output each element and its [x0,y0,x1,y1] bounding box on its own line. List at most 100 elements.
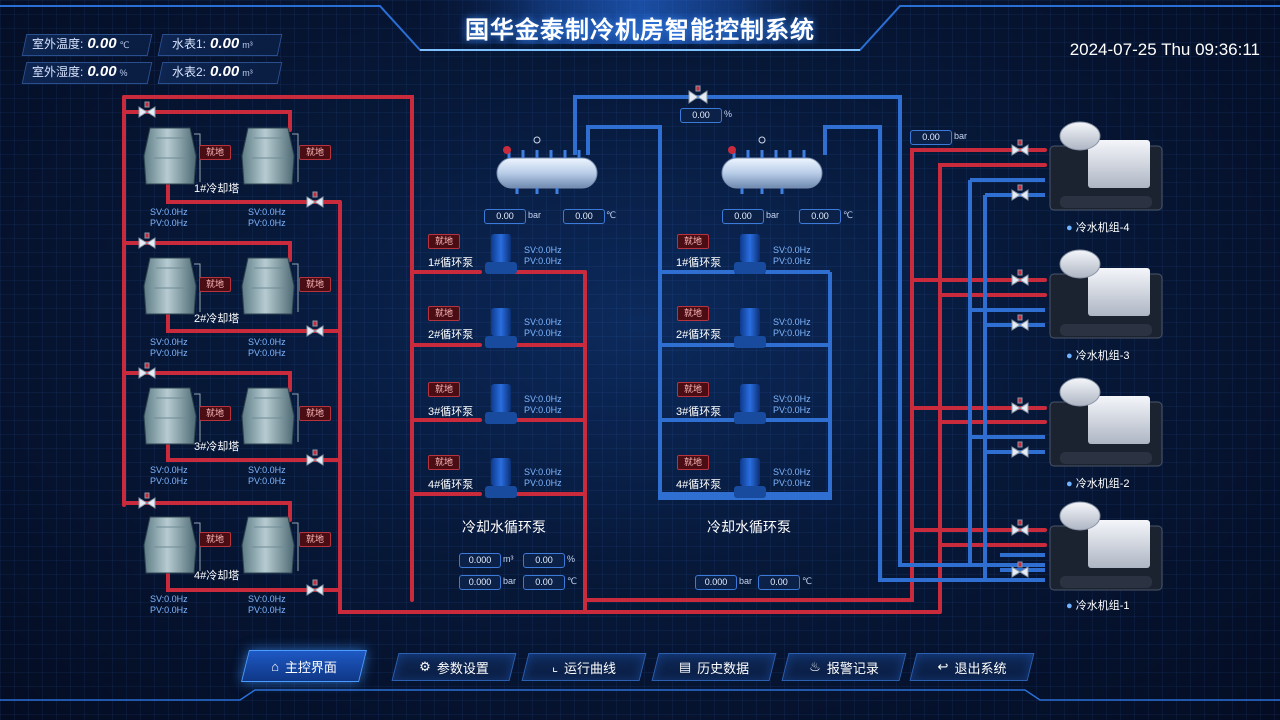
pump-pv: PV:0.0Hz [773,478,811,488]
pump-sv: SV:0.0Hz [524,317,562,327]
pump-name: 4#循环泵 [676,479,722,491]
pump-pv: PV:0.0Hz [773,328,811,338]
chilled-pump-group-title: 冷却水循环泵 [707,519,791,535]
unit-percent: % [567,554,576,564]
tower-4a-status: 就地 [199,532,231,547]
pump-pv: PV:0.0Hz [524,328,562,338]
chart-icon: ⌞ [551,659,559,674]
nav-label: 主控界面 [284,659,337,675]
tower-3a-pv: PV:0.0Hz [150,476,188,486]
chiller-4-name: 冷水机组-4 [1075,222,1130,234]
unit-bar: bar [503,576,517,586]
nav-main-control[interactable]: ⌂ 主控界面 [241,650,367,682]
pump-status: 就地 [428,306,460,321]
pump-sv: SV:0.0Hz [773,317,811,327]
water-drop-icon: ● [1066,350,1073,362]
tower-3b-status: 就地 [299,406,331,421]
chiller-1-name: 冷水机组-1 [1075,600,1130,612]
unit-celsius: ℃ [567,576,578,586]
tower-1b-status: 就地 [299,145,331,160]
chiller-2-name: 冷水机组-2 [1075,478,1130,490]
pump-status: 就地 [428,382,460,397]
nav-parameter-settings[interactable]: ⚙ 参数设置 [391,653,517,681]
pump-sv: SV:0.0Hz [524,245,562,255]
mid-header-temp: 0.00 [799,209,841,224]
nav-run-curve[interactable]: ⌞ 运行曲线 [521,653,647,681]
pump-sv: SV:0.0Hz [524,467,562,477]
water-drop-icon: ● [1066,222,1073,234]
unit-bar: bar [766,210,780,220]
pump-pv: PV:0.0Hz [773,405,811,415]
ratio-value: 0.00 [523,553,565,568]
nav-history-data[interactable]: ▤ 历史数据 [651,653,777,681]
left-header-temp: 0.00 [563,209,605,224]
tower-4a-pv: PV:0.0Hz [150,605,188,615]
chiller-2-label[interactable]: ● 冷水机组-2 [1066,475,1130,491]
tower-2a-pv: PV:0.0Hz [150,348,188,358]
pump-status: 就地 [677,234,709,249]
pump-pv: PV:0.0Hz [524,256,562,266]
chiller-pressure-value: 0.00 [910,130,952,145]
pump-status: 就地 [677,455,709,470]
pump-name: 1#循环泵 [676,257,722,269]
pump-pv: PV:0.0Hz [773,256,811,266]
database-icon: ▤ [678,659,692,674]
pump-name: 4#循环泵 [428,479,474,491]
tower-4b-sv: SV:0.0Hz [248,594,286,604]
mid-header-pressure: 0.00 [722,209,764,224]
cooling-pump-group-title: 冷却水循环泵 [462,519,546,535]
chiller-3-name: 冷水机组-3 [1075,350,1130,362]
pump-pv: PV:0.0Hz [524,405,562,415]
pump-status: 就地 [428,455,460,470]
pump-status: 就地 [677,306,709,321]
pump-sv: SV:0.0Hz [773,245,811,255]
water-drop-icon: ● [1066,478,1073,490]
alarm-icon: ♨ [809,659,821,674]
pump-status: 就地 [428,234,460,249]
outdoor-temp: 室外温度:0.00℃ [32,35,130,52]
pump-name: 1#循环泵 [428,257,474,269]
flow-value: 0.000 [459,553,501,568]
chiller-4-label[interactable]: ● 冷水机组-4 [1066,219,1130,235]
outdoor-humidity: 室外湿度:0.00% [32,63,128,80]
pump-sv: SV:0.0Hz [773,394,811,404]
chiller-pressure-unit: bar [954,131,968,141]
tower-1b-pv: PV:0.0Hz [248,218,286,228]
pump-name: 2#循环泵 [428,329,474,341]
mid-return-temp: 0.00 [758,575,800,590]
mid-return-pressure: 0.000 [695,575,737,590]
home-icon: ⌂ [271,658,279,674]
unit-celsius: ℃ [802,576,813,586]
bypass-valve-unit: % [724,109,733,119]
pump-name: 3#循环泵 [428,406,474,418]
tower-3a-status: 就地 [199,406,231,421]
page-title: 国华金泰制冷机房智能控制系统 [465,17,815,44]
nav-label: 报警记录 [826,660,879,676]
pump-pv: PV:0.0Hz [524,478,562,488]
pump-sv: SV:0.0Hz [524,394,562,404]
left-return-pressure: 0.000 [459,575,501,590]
water-drop-icon: ● [1066,600,1073,612]
nav-alarm-records[interactable]: ♨ 报警记录 [781,653,907,681]
pump-sv: SV:0.0Hz [773,467,811,477]
nav-label: 历史数据 [697,660,750,676]
pump-name: 3#循环泵 [676,406,722,418]
nav-label: 参数设置 [436,660,489,676]
tower-1b-sv: SV:0.0Hz [248,207,286,217]
tower-2b-status: 就地 [299,277,331,292]
tower-2b-sv: SV:0.0Hz [248,337,286,347]
nav-label: 退出系统 [954,660,1007,676]
left-header-pressure: 0.00 [484,209,526,224]
tower-3b-sv: SV:0.0Hz [248,465,286,475]
nav-label: 运行曲线 [564,660,617,676]
tower-2b-pv: PV:0.0Hz [248,348,286,358]
nav-exit-system[interactable]: ↩退出系统 [909,653,1035,681]
left-return-temp: 0.00 [523,575,565,590]
chiller-3-label[interactable]: ● 冷水机组-3 [1066,347,1130,363]
gear-icon: ⚙ [419,659,431,674]
tower-4a-sv: SV:0.0Hz [150,594,188,604]
chiller-1-label[interactable]: ● 冷水机组-1 [1066,597,1130,613]
